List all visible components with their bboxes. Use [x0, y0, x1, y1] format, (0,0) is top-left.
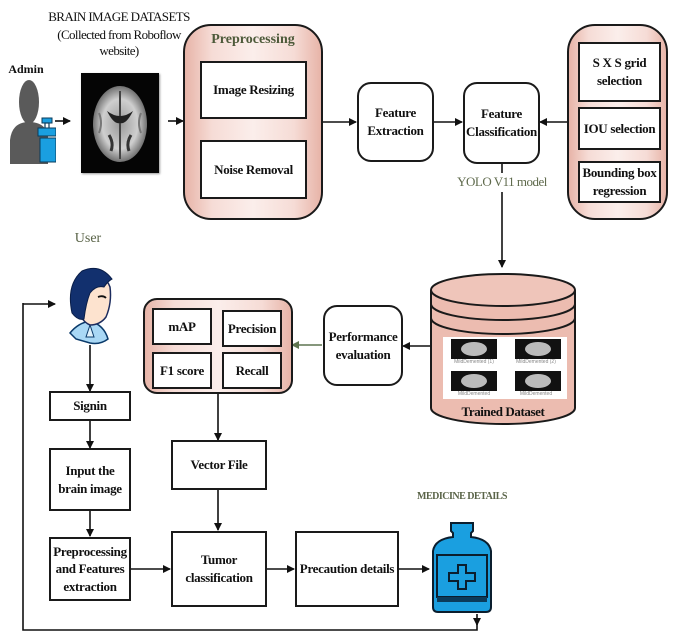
admin-user-icon — [10, 80, 56, 164]
admin-label: Admin — [8, 62, 44, 76]
dataset-subtitle: (Collected from Roboflow website) — [57, 27, 181, 58]
thumbnail-3 — [451, 371, 497, 391]
thumbnail-4 — [515, 371, 561, 391]
tumor-classification-box: Tumor classification — [171, 531, 267, 607]
dataset-thumbnail-grid: MildDemented (1) MildDemented (2) MildDe… — [443, 337, 567, 399]
medicine-bottle-icon — [432, 522, 492, 613]
thumbnail-2 — [515, 339, 561, 359]
medicine-details-label: MEDICINE DETAILS — [417, 491, 507, 502]
thumbnail-1 — [451, 339, 497, 359]
user-label: User — [74, 231, 102, 246]
user-preprocessing-box: Preprocessing and Features extraction — [49, 537, 131, 601]
thumbnail-3-caption: MildDemented — [457, 391, 491, 397]
step-grid-selection: S X S grid selection — [578, 42, 661, 102]
step-image-resizing: Image Resizing — [200, 61, 307, 119]
trained-dataset-label: Trained Dataset — [461, 404, 545, 419]
yolo-model-label: YOLO V11 model — [457, 174, 547, 189]
metric-precision: Precision — [222, 310, 282, 347]
user-avatar-icon — [68, 267, 113, 345]
precaution-details-box: Precaution details — [295, 531, 399, 607]
performance-evaluation-box: Performance evaluation — [323, 305, 403, 386]
brain-mri-image — [81, 73, 159, 173]
metric-map: mAP — [152, 308, 212, 345]
step-noise-removal: Noise Removal — [200, 140, 307, 199]
preprocessing-title: Preprocessing — [211, 32, 295, 47]
feature-extraction-box: Feature Extraction — [357, 82, 434, 162]
metric-recall: Recall — [222, 352, 282, 389]
dataset-title: BRAIN IMAGE DATASETS — [48, 9, 190, 24]
metric-f1-score: F1 score — [152, 352, 212, 389]
feature-classification-box: Feature Classification — [463, 82, 540, 164]
input-brain-image-box: Input the brain image — [49, 448, 131, 511]
thumbnail-4-caption: MildDemented — [519, 391, 553, 397]
thumbnail-1-caption: MildDemented (1) — [454, 359, 494, 365]
step-iou-selection: IOU selection — [578, 107, 661, 150]
signin-box: Signin — [49, 391, 131, 421]
vector-file-box: Vector File — [171, 440, 267, 490]
thumbnail-2-caption: MildDemented (2) — [516, 359, 556, 365]
step-bounding-box-regression: Bounding box regression — [578, 161, 661, 203]
